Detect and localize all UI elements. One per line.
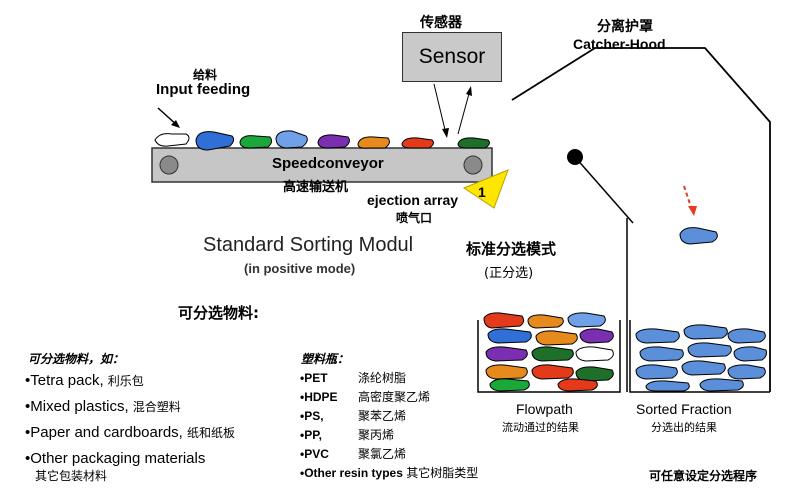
plastics-item: •HDPE 高密度聚乙烯 [300, 388, 478, 407]
materials-item-cn: 混合塑料 [132, 400, 181, 414]
plastics-item-cn: 聚丙烯 [358, 428, 395, 442]
plastics-item: •PET 涤纶树脂 [300, 369, 478, 388]
sensor-box: Sensor [402, 32, 502, 82]
plastics-item-cn: 其它树脂类型 [406, 466, 479, 480]
plastics-item-en: •PP, [300, 428, 322, 442]
hood-label-en: Catcher-Hood [573, 36, 666, 52]
plastics-item: •PP, 聚丙烯 [300, 426, 478, 445]
ejection-marker: 1 [478, 184, 486, 200]
plastics-list: •PET 涤纶树脂 •HDPE 高密度聚乙烯 •PS, 聚苯乙烯 •PP, 聚丙烯 •P… [300, 369, 478, 483]
sensor-arrow-up [457, 89, 471, 135]
materials-item-en: •Tetra pack, [25, 372, 104, 389]
bottle-darkgreen [457, 137, 490, 149]
plastics-item-en: •PET [300, 371, 328, 385]
flap-plate [574, 156, 634, 224]
conveyor-label-cn: 高速输送机 [283, 180, 349, 195]
plastics-item-cn: 聚氯乙烯 [358, 447, 407, 461]
speedconveyor-belt [151, 147, 493, 183]
input-label-en: Input feeding [156, 81, 251, 98]
materials-item: •Paper and cardboards, 纸和纸板 [25, 420, 235, 446]
flowpath-bottles [483, 312, 614, 392]
plastics-item: •Other resin types 其它树脂类型 [300, 464, 478, 483]
materials-item: •Tetra pack, 利乐包 [25, 368, 235, 394]
bottle-red [401, 137, 434, 149]
materials-heading: 可分选物料: [178, 304, 259, 322]
sensor-arrow-down [433, 83, 447, 135]
sorted-label-en: Sorted Fraction [636, 401, 732, 417]
sorted-bin [629, 320, 770, 393]
bottle-purple [317, 134, 350, 149]
plastics-item-cn: 涤纶树脂 [358, 371, 407, 385]
plastics-item-en: •PS, [300, 409, 324, 423]
ejection-triangle [462, 169, 509, 209]
conveyor-roller-right [463, 155, 483, 175]
materials-item-cn: 利乐包 [107, 374, 144, 388]
sensor-label-cn: 传感器 [420, 15, 462, 31]
belt-bottles [154, 130, 490, 151]
materials-item-cn: 纸和纸板 [187, 426, 236, 440]
flowpath-label-en: Flowpath [516, 401, 573, 417]
bottle-blue [195, 131, 235, 151]
conveyor-label-en: Speedconveyor [272, 155, 384, 172]
materials-item-en: •Other packaging materials [25, 450, 206, 467]
flowpath-label-cn: 流动通过的结果 [502, 421, 579, 434]
materials-subheading: 可分选物料，如： [28, 352, 125, 366]
plastics-item-en: •PVC [300, 447, 329, 461]
plastics-item: •PS, 聚苯乙烯 [300, 407, 478, 426]
materials-list: •Tetra pack, 利乐包 •Mixed plastics, 混合塑料 •… [25, 368, 235, 471]
plastics-item-en: •HDPE [300, 390, 338, 404]
materials-item-en: •Paper and cardboards, [25, 424, 183, 441]
ejection-label-en: ejection array [367, 192, 459, 208]
sorted-bottles [635, 324, 767, 392]
conveyor-roller-left [159, 155, 179, 175]
flowpath-bin [477, 320, 621, 393]
bottle-lightblue [275, 130, 308, 149]
bottle-green [239, 135, 273, 149]
plastics-item-cn: 聚苯乙烯 [358, 409, 407, 423]
plastics-item: •PVC 聚氯乙烯 [300, 445, 478, 464]
module-subtitle: (in positive mode) [244, 261, 356, 276]
input-label-cn: 给料 [193, 68, 218, 82]
materials-item-en: •Mixed plastics, [25, 398, 129, 415]
materials-other-cn: 其它包装材料 [35, 469, 108, 483]
module-subtitle-cn: (正分选) [484, 266, 534, 281]
module-title: Standard Sorting Modul [203, 234, 414, 256]
catcher-hood [511, 47, 771, 392]
plastics-item-cn: 高密度聚乙烯 [358, 390, 431, 404]
materials-item: •Other packaging materials [25, 446, 235, 471]
plastics-item-en: •Other resin types [300, 466, 403, 480]
module-title-cn: 标准分选模式 [466, 240, 557, 258]
footer-note: 可任意设定分选程序 [649, 469, 758, 483]
bottle-orange [357, 136, 390, 149]
ejection-label-cn: 喷气口 [396, 211, 433, 225]
falling-bottle [679, 227, 718, 245]
bottle-white [154, 133, 190, 147]
plastics-heading: 塑料瓶： [301, 352, 350, 366]
materials-item: •Mixed plastics, 混合塑料 [25, 394, 235, 420]
hood-label-cn: 分离护罩 [597, 19, 653, 35]
sorted-label-cn: 分选出的结果 [651, 421, 717, 434]
